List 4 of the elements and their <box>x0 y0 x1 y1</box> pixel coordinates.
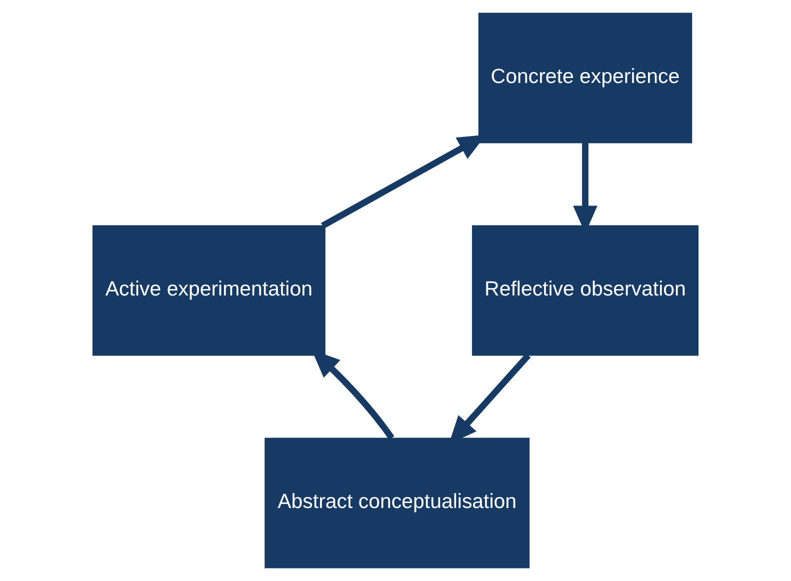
node-box: Abstract conceptualisation <box>264 438 530 568</box>
node-box: Concrete experience <box>478 12 692 144</box>
node-box: Active experimentation <box>92 225 326 356</box>
node-box: Reflective observation <box>472 225 699 356</box>
